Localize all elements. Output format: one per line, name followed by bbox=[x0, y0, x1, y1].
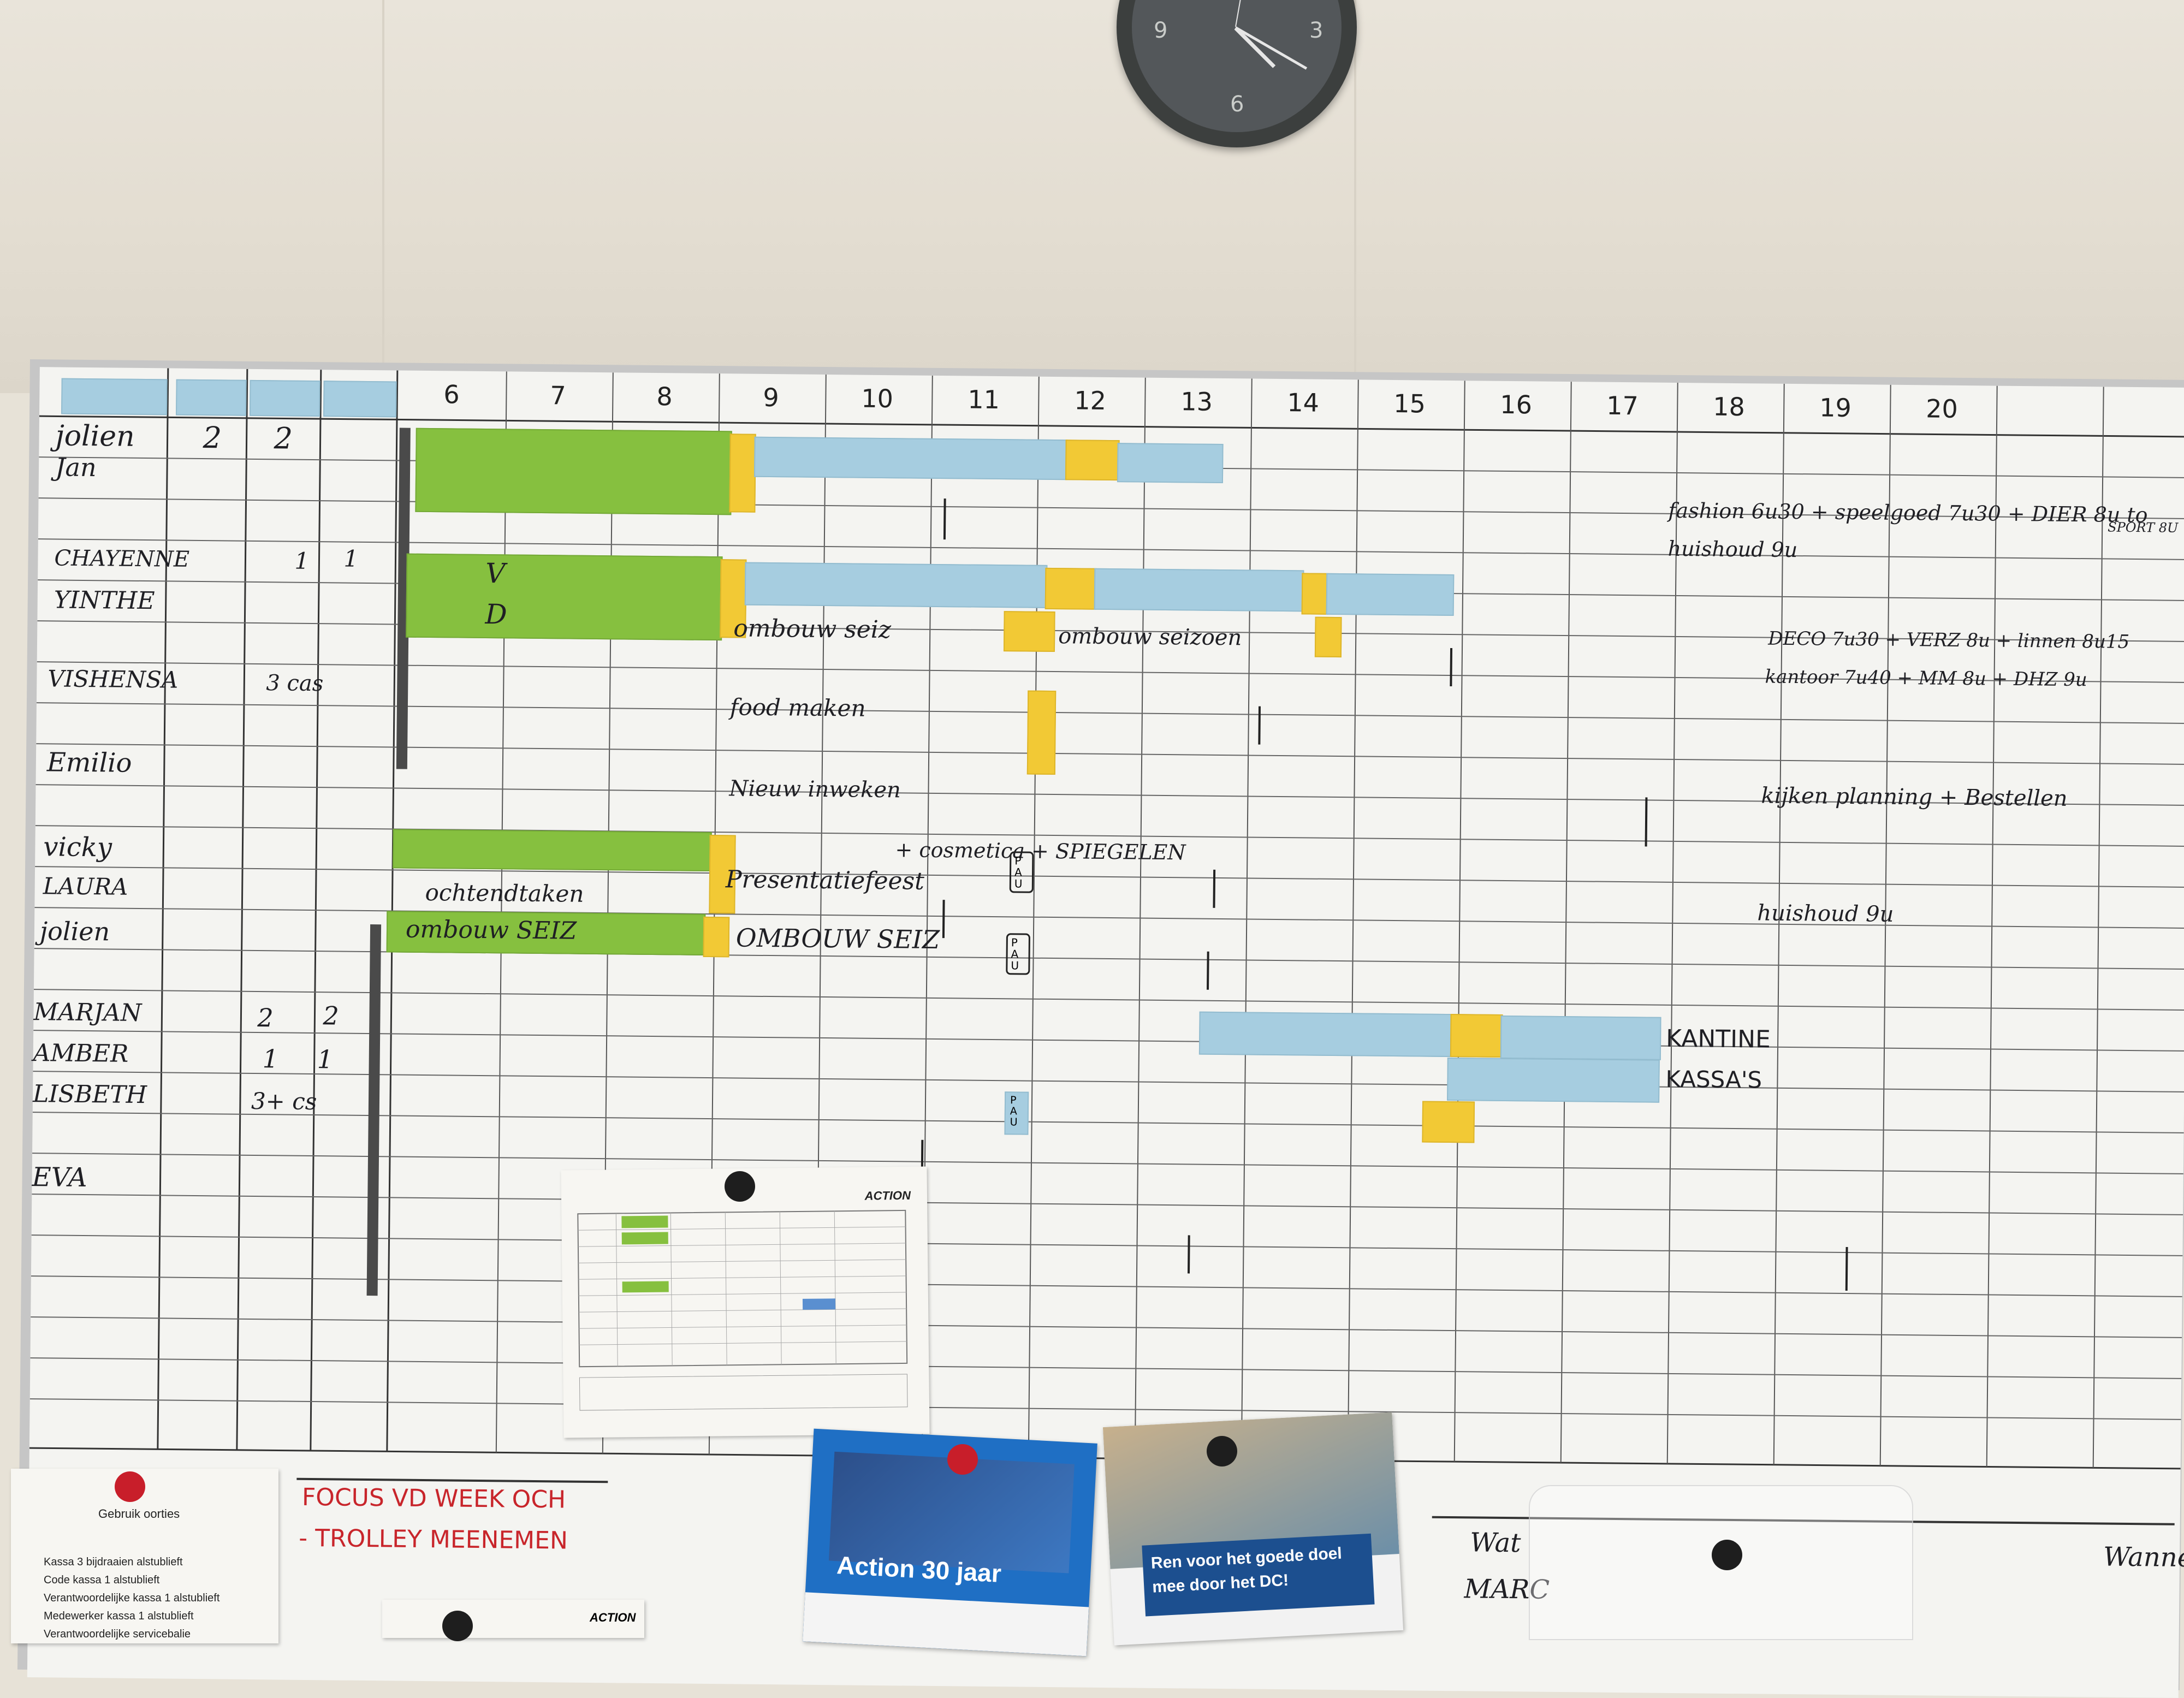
card-line: Code kassa 1 alstublieft bbox=[44, 1574, 160, 1586]
bottom-sheet: ACTION bbox=[382, 1600, 644, 1638]
magnet-pin bbox=[725, 1171, 755, 1202]
todo-header: Wanne bbox=[2103, 1541, 2184, 1574]
clock-second-hand bbox=[1235, 0, 1253, 27]
action-logo: ACTION bbox=[590, 1611, 636, 1624]
card-line: Verantwoordelijke kassa 1 alstublieft bbox=[44, 1592, 220, 1604]
clock-numeral-3: 3 bbox=[1309, 18, 1324, 43]
flyer-banner: Ren voor het goede doel mee door het DC! bbox=[1142, 1533, 1375, 1617]
trolley-note: - TROLLEY MEENEMEN bbox=[299, 1524, 568, 1555]
card-line: Verantwoordelijke servicebalie bbox=[44, 1628, 191, 1640]
magnet-pin bbox=[947, 1444, 978, 1475]
todo-header: Wat bbox=[1470, 1527, 1521, 1559]
gebruik-oorties-card: Gebruik oorties Kassa 3 bijdraaien alstu… bbox=[11, 1469, 278, 1643]
wall-clock: 9 3 6 bbox=[1117, 0, 1357, 147]
card-line: Kassa 3 bijdraaien alstublieft bbox=[44, 1556, 183, 1568]
clock-numeral-9: 9 bbox=[1154, 18, 1168, 43]
magnet-pin bbox=[1207, 1436, 1237, 1467]
card-title: Gebruik oorties bbox=[98, 1507, 180, 1521]
wall bbox=[0, 0, 2184, 393]
wall-panel-seam bbox=[382, 0, 384, 382]
focus-note: FOCUS VD WEEK OCH bbox=[301, 1483, 566, 1514]
flyer-title: Ren voor het goede doel mee door het DC! bbox=[1150, 1544, 1343, 1596]
clock-face: 9 3 6 bbox=[1132, 0, 1342, 132]
magnet-pin bbox=[1712, 1540, 1742, 1570]
magnet-pin bbox=[442, 1611, 473, 1641]
clock-numeral-6: 6 bbox=[1230, 92, 1244, 117]
pinned-schedule-sheet: ACTION bbox=[561, 1166, 930, 1438]
card-line: Medewerker kassa 1 alstublieft bbox=[44, 1610, 194, 1622]
sheet-table bbox=[577, 1209, 908, 1411]
wall-panel-seam bbox=[1354, 0, 1356, 382]
focus-area: FOCUS VD WEEK OCH - TROLLEY MEENEMEN bbox=[295, 1477, 608, 1593]
goede-doel-flyer: Ren voor het goede doel mee door het DC! bbox=[1102, 1412, 1404, 1646]
end-markers bbox=[921, 498, 1848, 1291]
magnet-pin bbox=[115, 1471, 145, 1502]
